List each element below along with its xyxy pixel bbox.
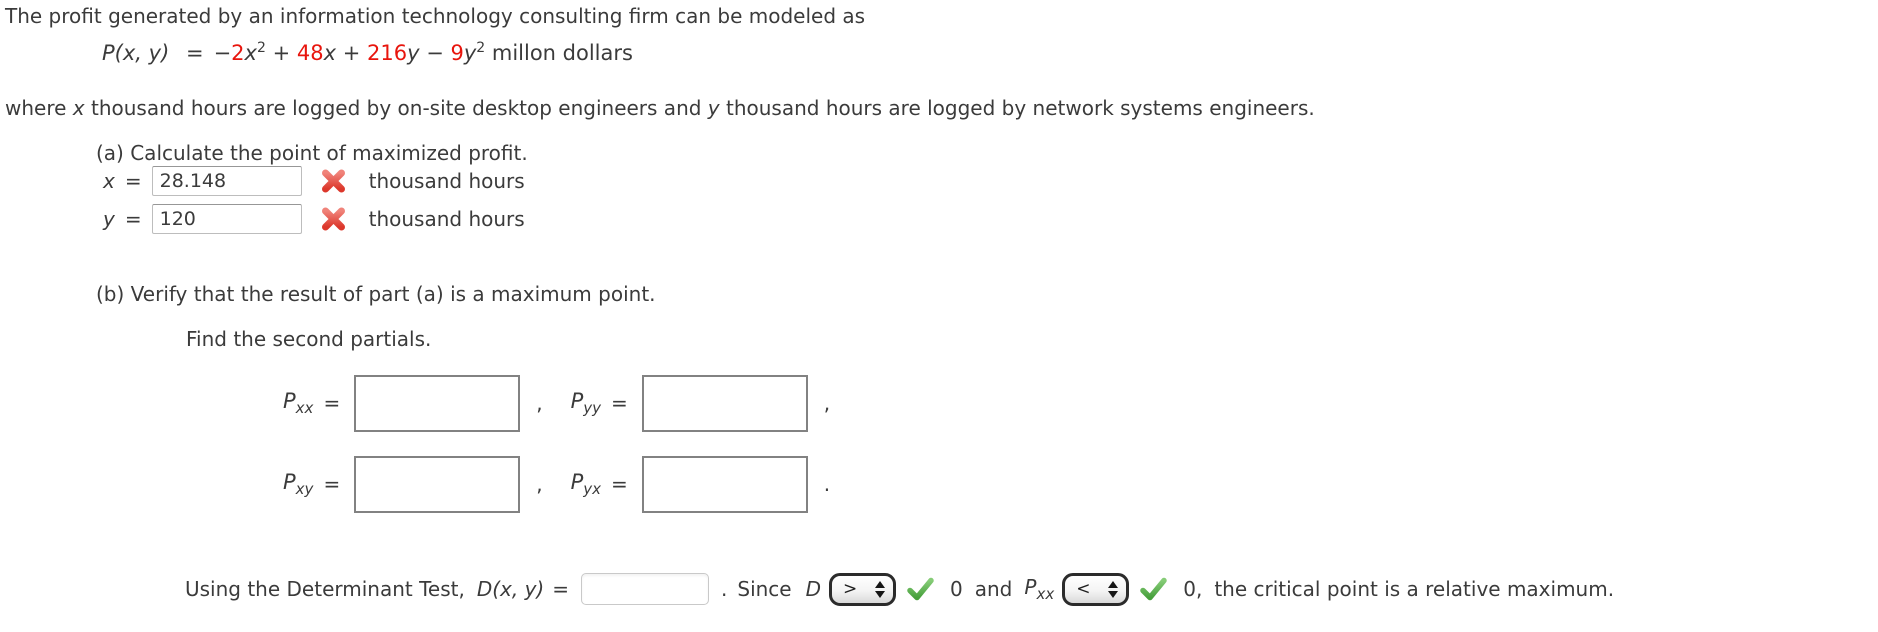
second-partials-instruction: Find the second partials. (186, 327, 432, 351)
pxx-correct-status (1138, 576, 1169, 603)
separator-period: . (823, 472, 831, 496)
x-mark-icon (321, 207, 345, 231)
pxx-answer-input[interactable] (354, 374, 521, 432)
pxx-comparison-selected-value: < (1076, 578, 1091, 599)
formula-variable-2: x (323, 41, 337, 65)
y-incorrect-status (320, 206, 347, 232)
where-variable-x: x (72, 96, 85, 120)
formula-variable-1: x (244, 41, 257, 65)
x-answer-row: x = thousand hours (103, 164, 525, 198)
second-partials-row-1: Pxx = , Pyy = , (283, 372, 830, 434)
formula-plus-1: + (265, 41, 297, 65)
pxx-reference-label: Pxx (1024, 575, 1055, 603)
formula-coefficient-2: 48 (296, 41, 324, 65)
formula-exponent-1: 2 (256, 40, 266, 56)
formula-variable-4: y (463, 41, 477, 65)
pxy-label: Pxy (283, 469, 314, 499)
part-b-title: (b) Verify that the result of part (a) i… (96, 282, 656, 306)
separator-comma: , (823, 391, 831, 415)
y-units-label: thousand hours (368, 207, 525, 231)
check-icon (907, 577, 934, 600)
formula-variable-3: y (407, 41, 420, 65)
d-variable-label: D (805, 577, 822, 601)
sentence-period: . (721, 577, 728, 601)
formula-coefficient-4: 9 (450, 41, 464, 65)
determinant-test-row: Using the Determinant Test, D(x, y) = . … (185, 570, 1614, 608)
pxx-equals-sign: = (323, 391, 341, 415)
separator-comma: , (536, 472, 543, 496)
y-answer-row: y = thousand hours (103, 202, 525, 236)
y-variable-label: y (103, 207, 115, 231)
pyx-label: Pyx (570, 469, 601, 499)
profit-formula: P(x, y) =−2x2 + 48x + 216y − 9y2 millon … (102, 40, 633, 65)
variables-description-text: where x thousand hours are logged by on-… (5, 96, 1315, 120)
pxx-comparison-select[interactable]: < (1062, 572, 1130, 606)
pyy-equals-sign: = (611, 391, 628, 415)
zero-comma-text: 0, (1183, 577, 1203, 601)
pyy-label: Pyy (570, 388, 601, 418)
zero-text-1: 0 (950, 577, 963, 601)
up-down-arrows-icon (1108, 580, 1119, 598)
x-value-input[interactable] (151, 166, 302, 196)
since-text: Since (737, 577, 792, 601)
pxy-equals-sign: = (323, 472, 341, 496)
pxy-answer-input[interactable] (354, 455, 521, 513)
check-icon (1140, 577, 1167, 600)
up-down-arrows-icon (875, 580, 886, 598)
problem-intro-text: The profit generated by an information t… (5, 4, 866, 28)
x-units-label: thousand hours (368, 169, 525, 193)
y-value-input[interactable] (151, 204, 302, 234)
determinant-lead-text: Using the Determinant Test, (185, 577, 465, 601)
x-incorrect-status (320, 168, 347, 194)
part-a-title: (a) Calculate the point of maximized pro… (96, 141, 528, 165)
formula-coefficient-3: 216 (366, 41, 408, 65)
separator-comma: , (536, 391, 543, 415)
formula-minus: − (419, 41, 451, 65)
pyy-answer-input[interactable] (641, 374, 808, 432)
d-correct-status (905, 576, 936, 603)
where-variable-y: y (707, 96, 720, 120)
pyx-answer-input[interactable] (641, 455, 808, 513)
second-partials-row-2: Pxy = , Pyx = . (283, 453, 830, 515)
formula-equals: = (185, 41, 204, 65)
determinant-value-input[interactable] (581, 573, 710, 605)
x-mark-icon (321, 169, 345, 193)
d-comparison-select[interactable]: > (829, 572, 897, 606)
formula-plus-2: + (336, 41, 367, 65)
formula-coefficient-1: 2 (231, 41, 245, 65)
determinant-function-label: D(x, y) (476, 577, 545, 601)
formula-exponent-2: 2 (476, 40, 486, 56)
determinant-equals-sign: = (552, 577, 570, 601)
pyx-equals-sign: = (611, 472, 628, 496)
x-variable-label: x (103, 169, 115, 193)
formula-negative-sign: − (213, 41, 232, 65)
conclusion-text: the critical point is a relative maximum… (1214, 577, 1615, 601)
and-text: and (974, 577, 1013, 601)
formula-units-text: millon dollars (485, 41, 633, 65)
formula-lhs: P(x, y) (102, 41, 170, 65)
y-equals-sign: = (124, 207, 142, 231)
x-equals-sign: = (124, 169, 142, 193)
pxx-label: Pxx (283, 388, 314, 418)
d-comparison-selected-value: > (843, 578, 858, 599)
